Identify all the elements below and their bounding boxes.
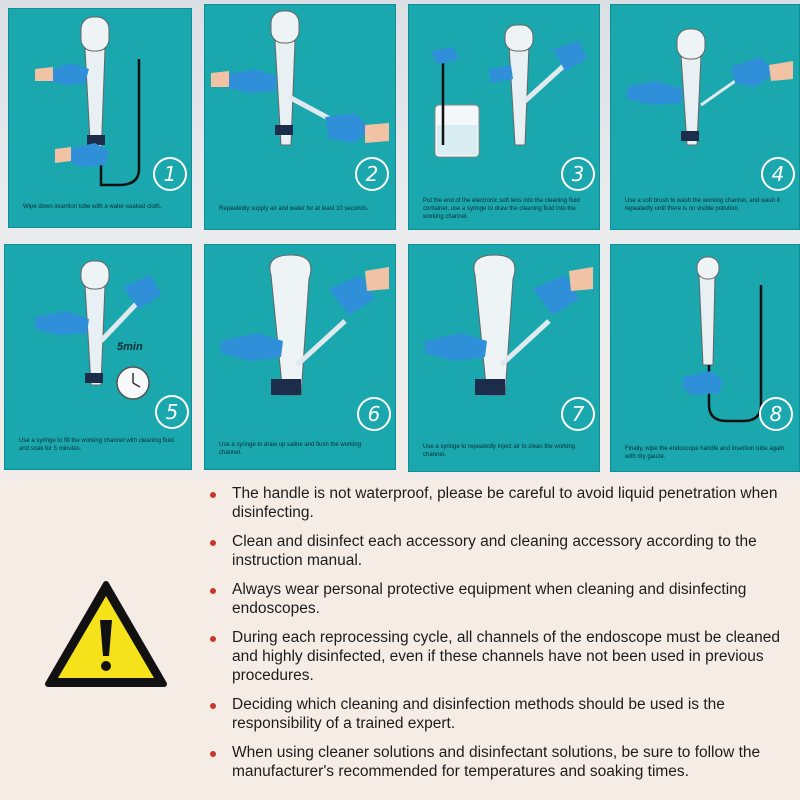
step-caption: Use a syringe to draw up saline and flus…: [219, 442, 362, 456]
timer-label: 5min: [117, 341, 143, 353]
step-number-badge: 7: [561, 397, 595, 431]
step-panel-7: 7 Use a syringe to repeatedly inject air…: [408, 244, 600, 472]
step-caption: Use a syringe to fill the working channe…: [19, 438, 174, 452]
step-caption: Finally, wipe the endoscope handle and i…: [625, 446, 784, 460]
step-panel-2: 2 Repeatedly supply air and water for at…: [204, 4, 396, 230]
step-panel-3: 3 Put the end of the electronic soft len…: [408, 4, 600, 230]
list-item: Always wear personal protective equipmen…: [204, 580, 794, 618]
red-dot-icon: [210, 492, 216, 498]
step-caption: Use a syringe to repeatedly inject air t…: [423, 444, 576, 458]
step-number-badge: 1: [153, 157, 187, 191]
step-number-badge: 3: [561, 157, 595, 191]
endoscope-illustration: [683, 256, 763, 423]
endoscope-illustration: [35, 16, 141, 187]
red-dot-icon: [210, 588, 216, 594]
red-dot-icon: [210, 636, 216, 642]
step-panel-1: 1 Wipe down insertion tube with a water-…: [8, 8, 192, 228]
step-panel-5: 5min 5 Use a syringe to fill the working…: [4, 244, 192, 470]
endoscope-illustration: [425, 254, 593, 396]
list-item: Clean and disinfect each accessory and c…: [204, 532, 794, 570]
precautions-list: The handle is not waterproof, please be …: [204, 484, 794, 791]
warning-triangle-icon: [45, 581, 167, 687]
step-caption: Wipe down insertion tube with a water-so…: [23, 204, 162, 210]
red-dot-icon: [210, 540, 216, 546]
red-dot-icon: [210, 751, 216, 757]
list-item: Deciding which cleaning and disinfection…: [204, 695, 794, 733]
step-panel-4: 4 Use a soft brush to wash the working c…: [610, 4, 800, 230]
endoscope-illustration: [211, 10, 389, 146]
step-number-badge: 4: [761, 157, 795, 191]
endoscope-illustration: [431, 24, 587, 158]
step-caption: Use a soft brush to wash the working cha…: [625, 198, 780, 212]
step-number-badge: 5: [155, 395, 189, 429]
endoscope-illustration: [221, 254, 389, 396]
list-item: The handle is not waterproof, please be …: [204, 484, 794, 522]
step-number-badge: 2: [355, 157, 389, 191]
step-number-badge: 8: [759, 397, 793, 431]
step-caption: Put the end of the electronic soft lens …: [423, 198, 580, 220]
endoscope-illustration: [35, 260, 161, 400]
step-panel-6: 6 Use a syringe to draw up saline and fl…: [204, 244, 396, 470]
red-dot-icon: [210, 703, 216, 709]
step-number-badge: 6: [357, 397, 391, 431]
step-panel-8: 8 Finally, wipe the endoscope handle and…: [610, 244, 800, 472]
endoscope-illustration: [627, 28, 793, 146]
step-caption: Repeatedly supply air and water for at l…: [219, 206, 369, 212]
list-item: During each reprocessing cycle, all chan…: [204, 628, 794, 685]
list-item: When using cleaner solutions and disinfe…: [204, 743, 794, 781]
